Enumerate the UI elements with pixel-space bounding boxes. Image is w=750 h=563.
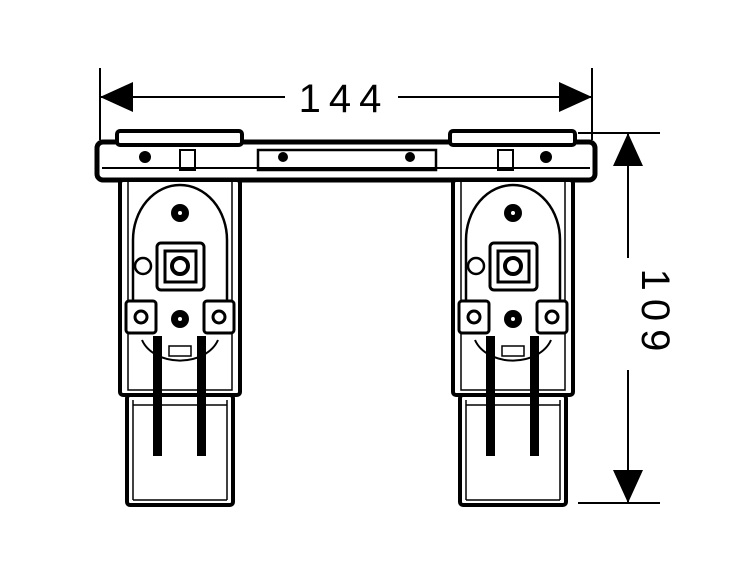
arrow-right-icon	[559, 82, 592, 112]
height-dimension-label: 109	[633, 269, 677, 360]
width-dimension: 144	[99, 68, 593, 140]
height-dimension: 109	[578, 132, 677, 504]
right-bracket	[448, 129, 577, 507]
mounting-rail	[94, 139, 598, 183]
left-bracket	[115, 129, 244, 507]
arrow-up-icon	[613, 133, 643, 166]
width-dimension-label: 144	[299, 77, 390, 121]
arrow-down-icon	[613, 470, 643, 503]
arrow-left-icon	[100, 82, 133, 112]
